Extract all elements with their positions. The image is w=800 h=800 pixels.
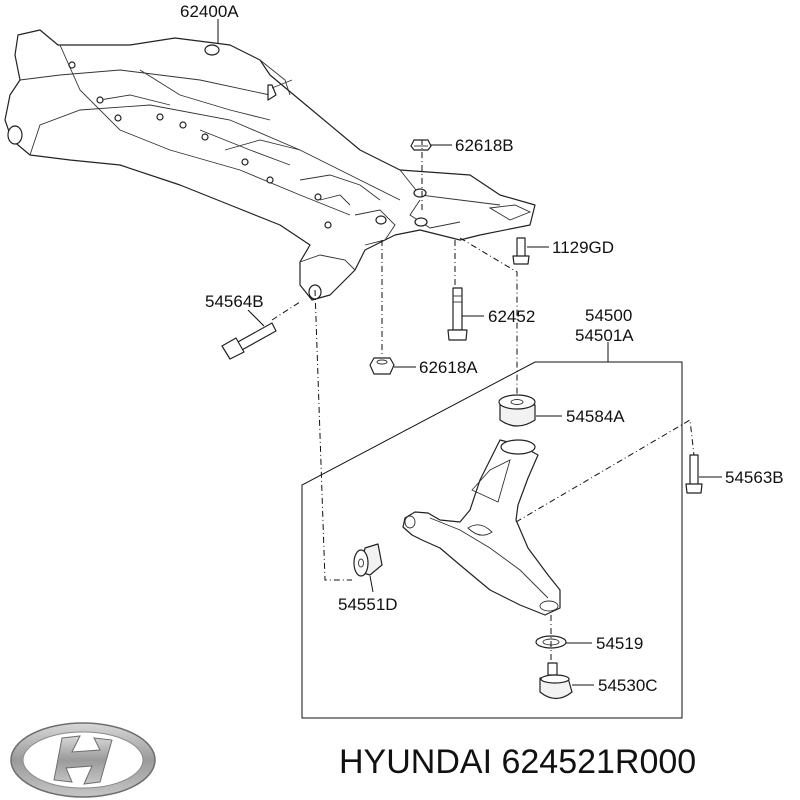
bolt-54563b-part: [685, 454, 703, 494]
ball-joint-54530c-part: [539, 662, 573, 700]
bolt-1129gd-part: [512, 237, 530, 265]
crossmember-subframe: [4, 29, 536, 301]
bolt-62452-part: [447, 287, 468, 341]
label-54563b: 54563B: [725, 468, 784, 487]
assembly-bracket: [301, 342, 683, 719]
label-54530c: 54530C: [598, 676, 658, 695]
label-62452: 62452: [488, 307, 535, 326]
brand-part-number-text: HYUNDAI 624521R000: [339, 743, 696, 781]
label-62618a: 62618A: [419, 358, 478, 377]
label-54501a: 54501A: [575, 326, 634, 345]
leader-lines: [217, 19, 722, 686]
label-62400a: 62400A: [180, 2, 239, 21]
assembly-lines: [271, 140, 695, 663]
bolt-54564b-part: [221, 322, 277, 360]
lower-control-arm-part: [402, 439, 561, 616]
label-54500: 54500: [585, 306, 632, 325]
nut-62618a-part: [369, 357, 395, 375]
label-1129gd: 1129GD: [552, 238, 614, 257]
label-54519: 54519: [596, 634, 643, 653]
hyundai-logo-icon: [10, 722, 156, 798]
label-54551d: 54551D: [338, 595, 398, 614]
label-62618b: 62618B: [455, 136, 514, 155]
bushing-54551d-part: [353, 543, 383, 577]
nut-62618b-part: [410, 139, 432, 151]
label-54584a: 54584A: [566, 407, 625, 426]
label-54564b: 54564B: [205, 292, 264, 311]
bushing-54584a-part: [498, 394, 536, 427]
